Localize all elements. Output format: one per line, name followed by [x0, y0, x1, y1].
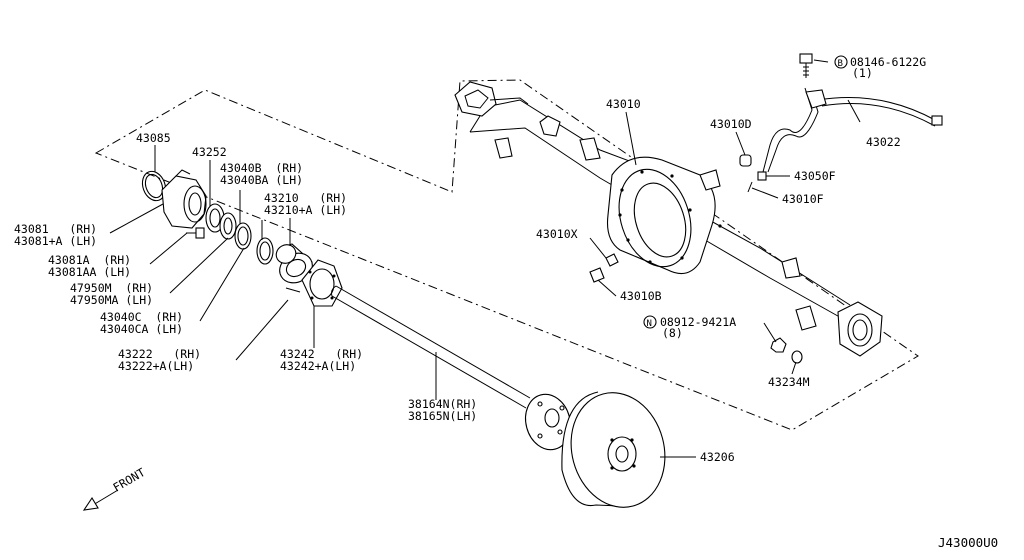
axle-housing-43010 — [454, 81, 883, 357]
label-47950m: 47950M (RH) — [70, 281, 153, 295]
label-43022: 43022 — [866, 135, 901, 149]
breather-cap-43010d — [739, 154, 752, 167]
label-43081: 43081 (RH) — [14, 222, 97, 236]
label-43085: 43085 — [136, 131, 171, 145]
label-43040ca: 43040CA (LH) — [100, 322, 183, 336]
label-43210a: 43210+A (LH) — [264, 203, 347, 217]
circle-n-letter: N — [647, 319, 652, 329]
assembly-boundary — [94, 79, 919, 431]
plug-43010b — [589, 267, 605, 283]
bearing-housing-43081 — [161, 169, 207, 229]
label-43234m: 43234M — [768, 375, 810, 389]
label-43040ba: 43040BA (LH) — [220, 173, 303, 187]
label-43081aa: 43081AA (LH) — [48, 265, 131, 279]
label-43222: 43222 (RH) — [118, 347, 201, 361]
label-43081a: 43081A (RH) — [48, 253, 131, 267]
label-43010d: 43010D — [710, 117, 752, 131]
brake-drum-43206 — [561, 391, 666, 508]
label-43010: 43010 — [606, 97, 641, 111]
label-38165n: 38165N(LH) — [408, 409, 477, 423]
label-43010b: 43010B — [620, 289, 662, 303]
connector-43050f — [718, 171, 767, 228]
axle-shaft-38164n — [331, 285, 572, 451]
diagram-code: J43000U0 — [938, 535, 998, 550]
bolt-43081a — [186, 227, 205, 239]
label-43050f: 43050F — [794, 169, 836, 183]
label-43242a: 43242+A(LH) — [280, 359, 356, 373]
front-label: FRONT — [111, 465, 148, 494]
ring-47950m — [219, 212, 237, 240]
label-43040b: 43040B (RH) — [220, 161, 303, 175]
circle-b-letter: B — [838, 59, 843, 69]
bolt-43222 — [285, 287, 301, 293]
front-arrow-icon — [82, 489, 119, 511]
vent-hose-43022 — [762, 87, 943, 173]
label-43010x: 43010X — [536, 227, 578, 241]
plug-43010x — [605, 253, 619, 267]
label-47950ma: 47950MA (LH) — [70, 293, 153, 307]
nut-08912-9421a — [770, 337, 787, 353]
label-08146: 08146-6122G — [850, 55, 926, 69]
leader-lines — [109, 59, 861, 458]
label-08912: 08912-9421A — [660, 315, 736, 329]
bearing-43210 — [275, 243, 313, 284]
label-38164n: 38164N(RH) — [408, 397, 477, 411]
label-43222a: 43222+A(LH) — [118, 359, 194, 373]
o-ring-43085 — [141, 170, 167, 202]
circle-b-icon — [834, 55, 848, 69]
bolt-08146-6122g — [799, 53, 813, 78]
label-08912-qty: (8) — [662, 326, 683, 340]
label-43210: 43210 (RH) — [264, 191, 347, 205]
label-43010f: 43010F — [782, 192, 824, 206]
circle-n-icon — [643, 315, 657, 329]
label-43081a-plus: 43081+A (LH) — [14, 234, 97, 248]
label-43040c: 43040C (RH) — [100, 310, 183, 324]
label-43206: 43206 — [700, 450, 735, 464]
label-43242: 43242 (RH) — [280, 347, 363, 361]
label-43252: 43252 — [192, 145, 227, 159]
label-08146-qty: (1) — [852, 66, 873, 80]
washer-43234m — [791, 350, 803, 364]
